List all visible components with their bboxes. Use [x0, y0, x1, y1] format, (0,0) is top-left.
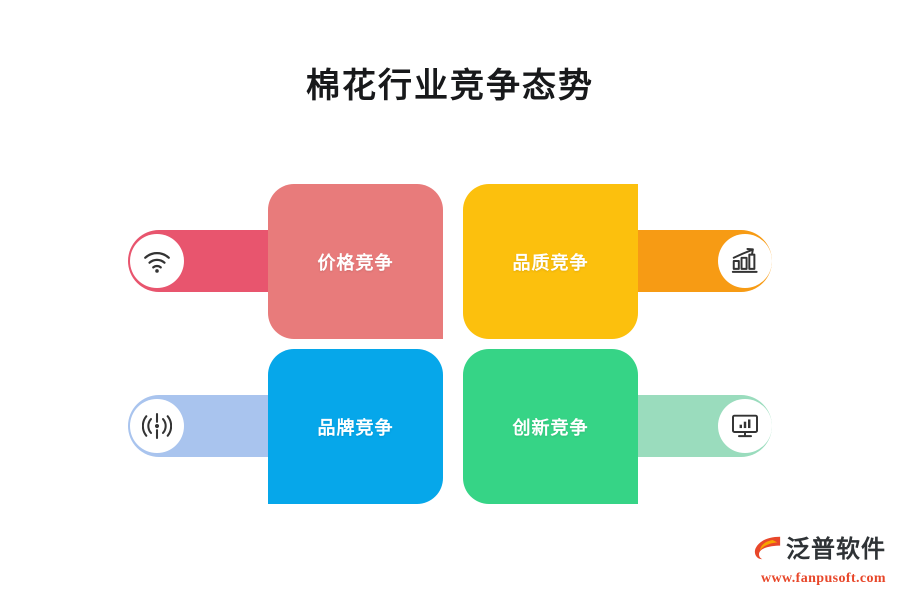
icon-badge-quality-competition[interactable] — [718, 234, 772, 288]
card-label-innovation-competition: 创新竞争 — [512, 417, 589, 438]
wifi-icon — [142, 246, 172, 276]
broadcast-signal-icon — [142, 411, 172, 441]
card-brand-competition[interactable]: 品牌竞争 — [268, 349, 443, 504]
icon-badge-brand-competition[interactable] — [130, 399, 184, 453]
card-quality-competition[interactable]: 品质竞争 — [463, 184, 638, 339]
card-label-quality-competition: 品质竞争 — [512, 252, 589, 273]
watermark-brand: 泛普软件 — [786, 536, 886, 563]
icon-badge-innovation-competition[interactable] — [718, 399, 772, 453]
bar-chart-growth-icon — [730, 246, 760, 276]
card-innovation-competition[interactable]: 创新竞争 — [463, 349, 638, 504]
card-label-price-competition: 价格竞争 — [317, 252, 394, 273]
page-title: 棉花行业竞争态势 — [306, 67, 594, 105]
card-label-brand-competition: 品牌竞争 — [317, 417, 394, 438]
fanpu-swirl-logo-icon — [752, 533, 782, 567]
icon-badge-price-competition[interactable] — [130, 234, 184, 288]
card-price-competition[interactable]: 价格竞争 — [268, 184, 443, 339]
watermark-url: www.fanpusoft.com — [760, 571, 886, 586]
watermark: 泛普软件 www.fanpusoft.com — [752, 533, 886, 586]
monitor-chart-icon — [730, 411, 760, 441]
